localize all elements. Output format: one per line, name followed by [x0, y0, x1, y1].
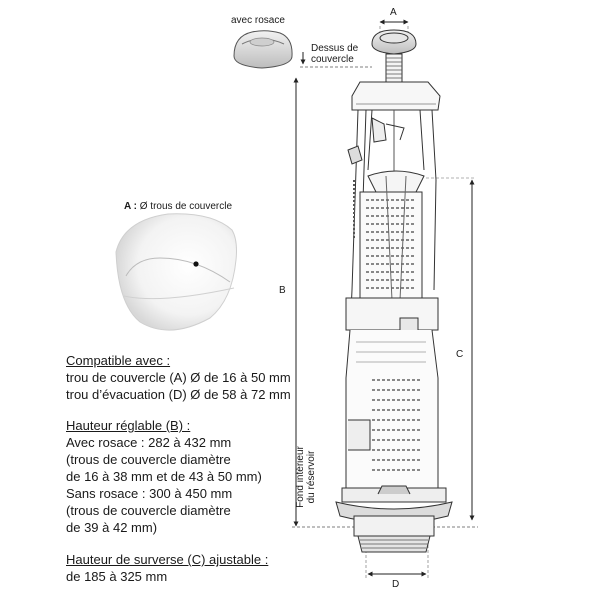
- fond-reservoir-label: Fond intérieur du réservoir: [295, 437, 325, 517]
- trous-couvercle-caption: A : Ø trous de couvercle: [124, 198, 232, 216]
- dessus-line-2: couvercle: [311, 54, 354, 65]
- compat-line-2: trou d’évacuation (D) Ø de 58 à 72 mm: [66, 387, 291, 402]
- compat-line-1: trou de couvercle (A) Ø de 16 à 50 mm: [66, 370, 291, 385]
- surverse-line-1: de 185 à 325 mm: [66, 569, 168, 584]
- dimension-a-label: A: [390, 7, 397, 18]
- dimension-c-label: C: [456, 349, 464, 360]
- flush-valve-illustration: [335, 29, 453, 553]
- hauteur-line-3: de 16 à 38 mm et de 43 à 50 mm): [66, 469, 262, 484]
- trous-text: Ø trous de couvercle: [139, 201, 233, 212]
- dessus-line-1: Dessus de: [311, 43, 359, 54]
- fond-line-2: du réservoir: [306, 450, 317, 504]
- hauteur-title: Hauteur réglable (B) :: [66, 418, 191, 433]
- lid-hole-illustration: [115, 213, 237, 331]
- dessus-de-couvercle-label: Dessus de couvercle: [311, 43, 358, 65]
- dimension-b-label: B: [279, 285, 286, 296]
- hauteur-line-2: (trous de couvercle diamètre: [66, 452, 231, 467]
- compat-title: Compatible avec :: [66, 353, 171, 368]
- surverse-title: Hauteur de surverse (C) ajustable :: [66, 552, 269, 567]
- hauteur-line-5: (trous de couvercle diamètre: [66, 503, 231, 518]
- rosace-cap-illustration: [233, 30, 293, 69]
- trous-prefix: A :: [124, 201, 137, 212]
- hauteur-line-6: de 39 à 42 mm): [66, 520, 158, 535]
- hauteur-line-1: Avec rosace : 282 à 432 mm: [66, 435, 232, 450]
- dimension-d-label: D: [392, 579, 400, 590]
- fond-line-1: Fond intérieur: [295, 446, 306, 508]
- hauteur-line-4: Sans rosace : 300 à 450 mm: [66, 486, 233, 501]
- dimension-c-marker: [426, 177, 475, 521]
- avec-rosace-label: avec rosace: [231, 15, 285, 26]
